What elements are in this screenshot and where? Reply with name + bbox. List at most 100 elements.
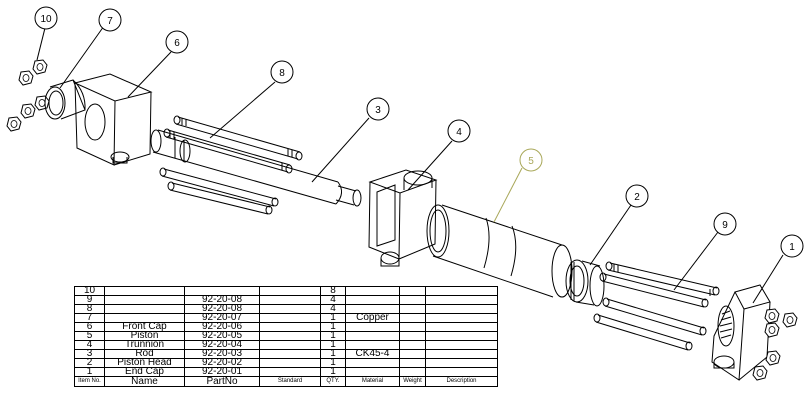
bom-cell-item: 4 (74, 340, 105, 350)
bom-cell-weight (399, 313, 426, 323)
bom-cell-name: End Cap (104, 367, 185, 377)
bom-cell-standard (259, 286, 321, 296)
bom-cell-standard (259, 349, 321, 359)
bom-cell-partno: 92-20-01 (184, 367, 260, 377)
header-qty: QTY. (320, 376, 346, 387)
bom-cell-qty: 1 (320, 313, 346, 323)
bom-cell-name (104, 304, 185, 314)
bom-cell-material (345, 286, 400, 296)
bom-cell-description (425, 286, 498, 296)
bom-cell-standard (259, 367, 321, 377)
bom-cell-material (345, 367, 400, 377)
balloon-label: 2 (634, 192, 640, 203)
bom-cell-name (104, 286, 185, 296)
bom-cell-qty: 1 (320, 340, 346, 350)
bom-cell-partno: 92-20-04 (184, 340, 260, 350)
bom-cell-item: 1 (74, 367, 105, 377)
bom-cell-weight (399, 322, 426, 332)
balloon-9: 9 (713, 212, 737, 236)
bom-cell-material (345, 304, 400, 314)
bom-cell-name: Front Cap (104, 322, 185, 332)
balloon-5: 5 (519, 148, 543, 172)
bom-cell-description (425, 313, 498, 323)
bom-cell-standard (259, 322, 321, 332)
bom-cell-partno: 92-20-08 (184, 304, 260, 314)
balloon-2: 2 (625, 184, 649, 208)
bom-cell-material (345, 322, 400, 332)
bom-cell-partno: 92-20-02 (184, 358, 260, 368)
bom-cell-standard (259, 313, 321, 323)
balloon-label: 6 (174, 38, 180, 49)
bom-cell-weight (399, 367, 426, 377)
balloon-label: 1 (789, 242, 795, 253)
bom-cell-item: 2 (74, 358, 105, 368)
header-standard: Standard (259, 376, 321, 387)
bom-cell-item: 3 (74, 349, 105, 359)
bom-cell-weight (399, 340, 426, 350)
bom-cell-item: 7 (74, 313, 105, 323)
balloon-8: 8 (270, 60, 294, 84)
bom-cell-description (425, 340, 498, 350)
balloon-6: 6 (165, 30, 189, 54)
bom-cell-qty: 1 (320, 322, 346, 332)
bom-cell-description (425, 322, 498, 332)
bom-cell-description (425, 295, 498, 305)
bom-cell-weight (399, 349, 426, 359)
bom-cell-qty: 1 (320, 331, 346, 341)
bom-cell-weight (399, 286, 426, 296)
bom-cell-weight (399, 331, 426, 341)
balloon-label: 8 (279, 68, 285, 79)
bom-cell-name: Piston Head (104, 358, 185, 368)
bom-cell-qty: 8 (320, 286, 346, 296)
bom-header-row: Item No. Name PartNo Standard QTY. Mater… (74, 376, 498, 387)
header-material: Material (345, 376, 400, 387)
bom-cell-description (425, 358, 498, 368)
bom-cell-weight (399, 295, 426, 305)
bom-cell-material (345, 331, 400, 341)
bom-cell-qty: 1 (320, 358, 346, 368)
bom-cell-partno (184, 286, 260, 296)
header-item-no: Item No. (74, 376, 105, 387)
header-weight: Weight (399, 376, 426, 387)
header-name: Name (104, 376, 185, 387)
balloon-label: 5 (528, 156, 534, 167)
bom-cell-qty: 1 (320, 349, 346, 359)
bom-cell-material (345, 340, 400, 350)
bom-cell-partno: 92-20-08 (184, 295, 260, 305)
part-5-barrel (426, 204, 573, 298)
bom-cell-material (345, 295, 400, 305)
balloon-label: 3 (375, 105, 381, 116)
bom-cell-standard (259, 331, 321, 341)
bom-cell-material: CK45-4 (345, 349, 400, 359)
bom-cell-partno: 92-20-03 (184, 349, 260, 359)
part-10-nuts (6, 59, 50, 132)
bom-cell-weight (399, 358, 426, 368)
leader-lines (36, 23, 784, 304)
balloon-label: 4 (456, 127, 462, 138)
bom-cell-weight (399, 304, 426, 314)
balloon-3: 3 (366, 97, 390, 121)
balloon-label: 10 (40, 14, 52, 25)
bom-cell-standard (259, 358, 321, 368)
bom-cell-name: Trunnion (104, 340, 185, 350)
bom-cell-standard (259, 304, 321, 314)
part-8-tie-rods (159, 115, 303, 215)
header-partno: PartNo (184, 376, 260, 387)
bom-cell-partno: 92-20-06 (184, 322, 260, 332)
bom-cell-standard (259, 340, 321, 350)
bom-cell-description (425, 331, 498, 341)
bom-cell-description (425, 349, 498, 359)
balloon-7: 7 (98, 8, 122, 32)
bom-cell-partno: 92-20-07 (184, 313, 260, 323)
balloon-10: 10 (34, 6, 58, 30)
